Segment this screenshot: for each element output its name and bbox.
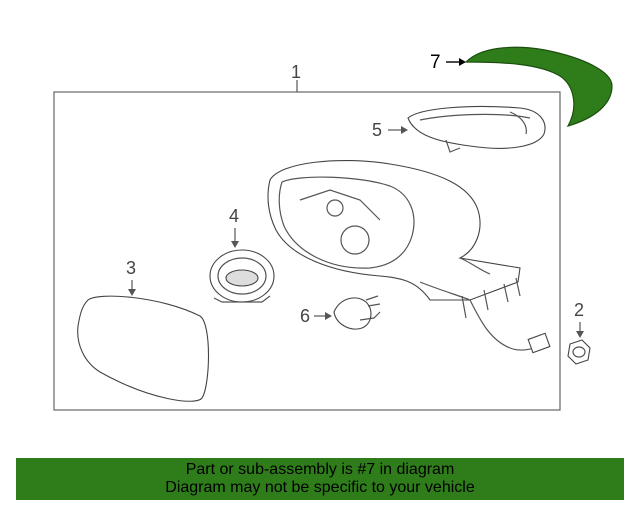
callout-6: 6: [300, 306, 310, 326]
callout-5: 5: [372, 120, 382, 140]
part-1-mirror-housing[interactable]: [267, 160, 551, 354]
part-6-puddle-lamp[interactable]: [333, 295, 381, 330]
footer-line-1: Part or sub-assembly is #7 in diagram: [185, 461, 455, 478]
callout-2: 2: [574, 300, 584, 320]
assembly-frame: [53, 91, 561, 411]
footer-banner: Part or sub-assembly is #7 in diagram Di…: [16, 458, 624, 500]
callout-1: 1: [291, 62, 301, 82]
callout-7: 7: [430, 52, 441, 73]
part-4-actuator[interactable]: [209, 249, 275, 303]
footer-line-2: Diagram may not be specific to your vehi…: [165, 479, 475, 496]
part-3-mirror-glass[interactable]: [77, 295, 210, 402]
callout-4: 4: [229, 206, 239, 226]
part-7-mirror-cover[interactable]: [464, 46, 613, 127]
callout-3: 3: [126, 258, 136, 278]
part-2-nut[interactable]: [567, 339, 591, 365]
part-5-turn-signal[interactable]: [407, 105, 546, 153]
